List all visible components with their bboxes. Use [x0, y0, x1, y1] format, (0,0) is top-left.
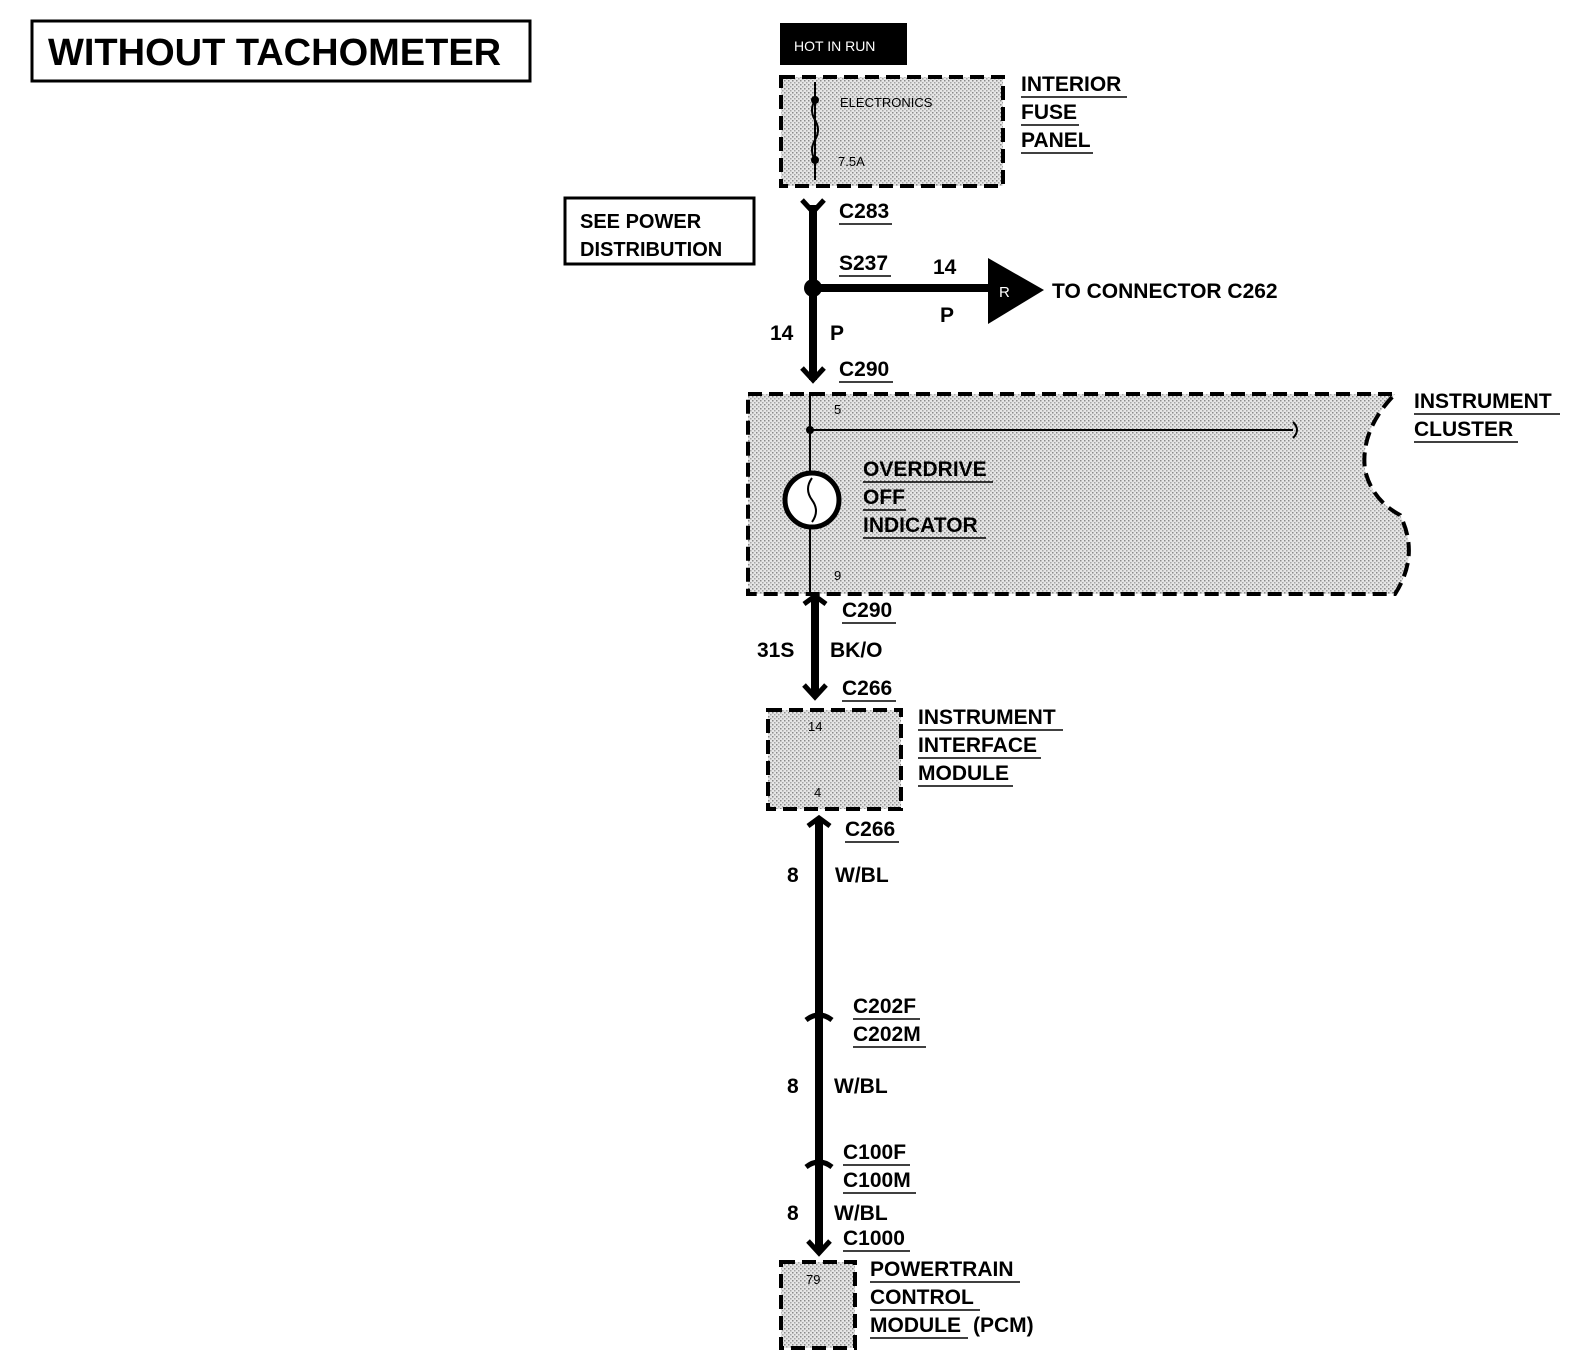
wire5-circuit: 8 — [787, 1202, 799, 1225]
powertrain-control-module: 79 POWERTRAIN CONTROL MODULE (PCM) — [779, 1258, 1034, 1350]
instrument-interface-module: 14 4 INSTRUMENT INTERFACE MODULE — [766, 706, 1063, 811]
fuse-panel-label-2: FUSE — [1021, 101, 1077, 124]
diagram-title: WITHOUT TACHOMETER — [48, 32, 501, 74]
branch-color: P — [940, 304, 954, 327]
wire2-circuit: 31S — [757, 639, 794, 662]
pcm-pin: 79 — [806, 1272, 820, 1287]
connector-c202-symbol — [804, 1012, 834, 1023]
connector-c202f: C202F — [853, 995, 916, 1018]
indicator-label-3: INDICATOR — [863, 514, 978, 537]
indicator-label-1: OVERDRIVE — [863, 458, 987, 481]
connector-c290-top: C290 — [839, 358, 889, 381]
pcm-label-2: CONTROL — [870, 1286, 974, 1309]
connector-c1000: C1000 — [843, 1227, 905, 1250]
wire4-circuit: 8 — [787, 1075, 799, 1098]
hot-in-run-badge: HOT IN RUN — [780, 23, 907, 65]
pcm-label-1: POWERTRAIN — [870, 1258, 1014, 1281]
splice-s237-label: S237 — [839, 252, 888, 275]
wire3-color: W/BL — [835, 864, 889, 887]
fuse-icon — [811, 99, 819, 161]
fuse-name: ELECTRONICS — [840, 95, 933, 110]
connector-c283: C283 — [839, 200, 889, 223]
interior-fuse-panel: ELECTRONICS 7.5A INTERIOR FUSE PANEL — [779, 73, 1127, 188]
fuse-panel-label-1: INTERIOR — [1021, 73, 1121, 96]
cluster-label-1: INSTRUMENT — [1414, 390, 1552, 413]
connector-c100-symbol — [804, 1159, 834, 1170]
title-box: WITHOUT TACHOMETER — [30, 19, 532, 83]
wire1-color: P — [830, 322, 844, 345]
wire5-color: W/BL — [834, 1202, 888, 1225]
wire4-color: W/BL — [834, 1075, 888, 1098]
instrument-cluster: 5 9 OVERDRIVE OFF INDICATOR INSTRUMENT C… — [746, 390, 1560, 596]
cluster-label-2: CLUSTER — [1414, 418, 1513, 441]
iim-pin-bottom: 4 — [814, 785, 821, 800]
connector-c100m: C100M — [843, 1169, 911, 1192]
branch-destination: TO CONNECTOR C262 — [1052, 280, 1278, 303]
iim-pin-top: 14 — [808, 719, 822, 734]
connector-c100f: C100F — [843, 1141, 906, 1164]
pcm-label-3: MODULE — [870, 1314, 961, 1337]
fuse-rating: 7.5A — [838, 154, 865, 169]
pcm-label-4: (PCM) — [973, 1314, 1034, 1337]
see-power-distribution-box: SEE POWER DISTRIBUTION — [563, 196, 756, 266]
indicator-label-2: OFF — [863, 486, 905, 509]
wire2-color: BK/O — [830, 639, 883, 662]
fuse-panel-label-3: PANEL — [1021, 129, 1091, 152]
iim-label-3: MODULE — [918, 762, 1009, 785]
cluster-pin-bottom: 9 — [834, 568, 841, 583]
see-power-line-2: DISTRIBUTION — [580, 239, 722, 261]
connector-c266-bottom: C266 — [845, 818, 895, 841]
connector-c283-symbol — [800, 198, 826, 216]
iim-label-2: INTERFACE — [918, 734, 1037, 757]
connector-c202m: C202M — [853, 1023, 921, 1046]
branch-circuit: 14 — [933, 256, 957, 279]
see-power-line-1: SEE POWER — [580, 211, 702, 233]
branch-arrow-icon — [988, 258, 1044, 324]
connector-c290-bottom: C290 — [842, 599, 892, 622]
iim-label-1: INSTRUMENT — [918, 706, 1056, 729]
wire3-circuit: 8 — [787, 864, 799, 887]
wire1-circuit: 14 — [770, 322, 794, 345]
cluster-pin-top: 5 — [834, 402, 841, 417]
hot-in-run-label: HOT IN RUN — [794, 38, 875, 54]
branch-arrow-letter: R — [999, 284, 1010, 301]
connector-c290-top-symbol — [800, 366, 826, 384]
connector-c266-top: C266 — [842, 677, 892, 700]
